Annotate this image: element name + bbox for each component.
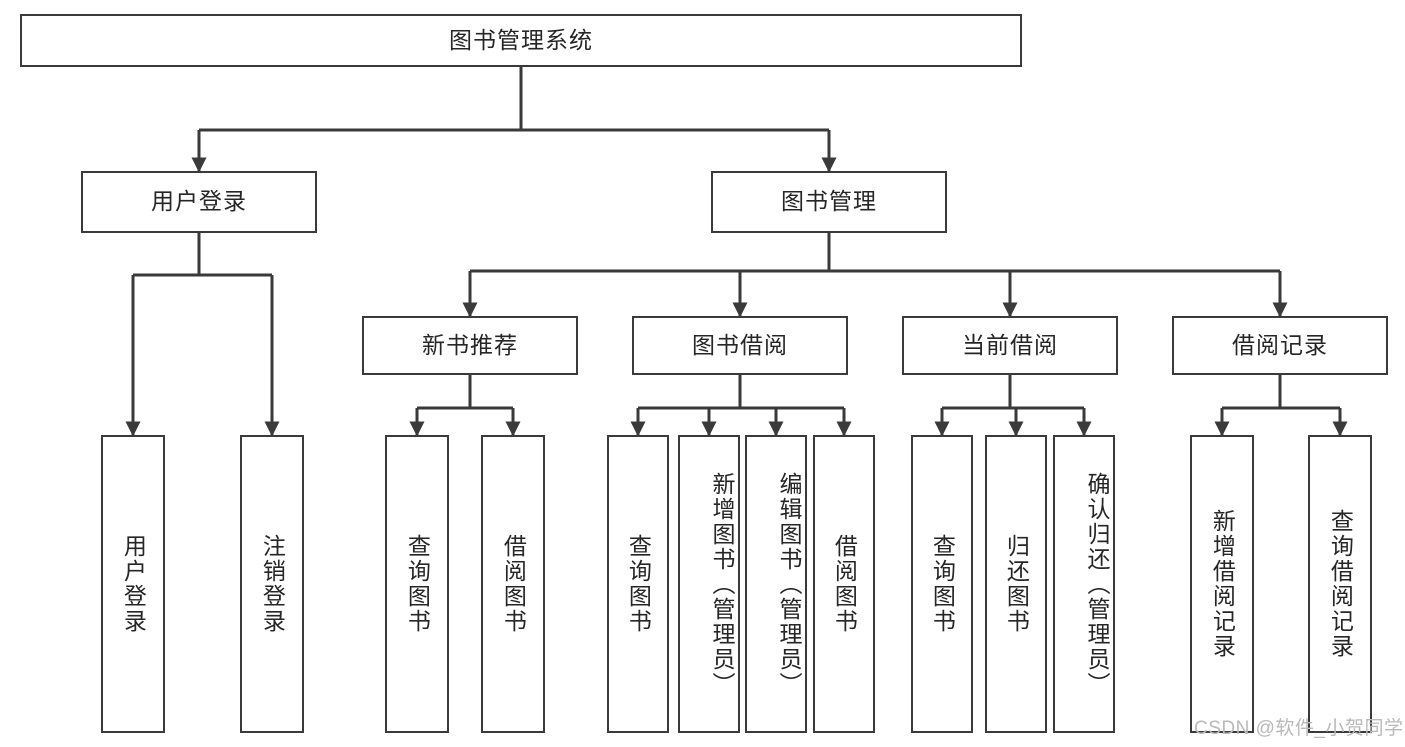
leaf-node-编辑图书管理员[interactable]: 编辑图书（管理员） (745, 435, 807, 733)
leaf-node-注销登录[interactable]: 注销登录 (240, 435, 304, 733)
level3-node-借阅记录[interactable]: 借阅记录 (1172, 316, 1388, 375)
leaf-node-归还图书[interactable]: 归还图书 (985, 435, 1047, 733)
level2-node-用户登录[interactable]: 用户登录 (81, 171, 317, 233)
leaf-node-借阅图书[interactable]: 借阅图书 (813, 435, 875, 733)
leaf-node-新增图书管理员[interactable]: 新增图书（管理员） (678, 435, 740, 733)
root-node-图书管理系统[interactable]: 图书管理系统 (20, 14, 1022, 67)
leaf-node-用户登录[interactable]: 用户登录 (101, 435, 165, 733)
leaf-node-查询借阅记录[interactable]: 查询借阅记录 (1308, 435, 1372, 733)
csdn-watermark: CSDN @软件_小贺同学 (1194, 718, 1404, 739)
level2-node-图书管理[interactable]: 图书管理 (711, 171, 947, 233)
leaf-node-查询图书[interactable]: 查询图书 (911, 435, 973, 733)
level3-node-图书借阅[interactable]: 图书借阅 (632, 316, 848, 375)
level3-node-新书推荐[interactable]: 新书推荐 (362, 316, 578, 375)
leaf-node-查询图书[interactable]: 查询图书 (607, 435, 669, 733)
leaf-node-新增借阅记录[interactable]: 新增借阅记录 (1190, 435, 1254, 733)
leaf-node-借阅图书[interactable]: 借阅图书 (481, 435, 545, 733)
leaf-node-查询图书[interactable]: 查询图书 (385, 435, 449, 733)
leaf-node-确认归还管理员[interactable]: 确认归还（管理员） (1053, 435, 1115, 733)
level3-node-当前借阅[interactable]: 当前借阅 (902, 316, 1118, 375)
